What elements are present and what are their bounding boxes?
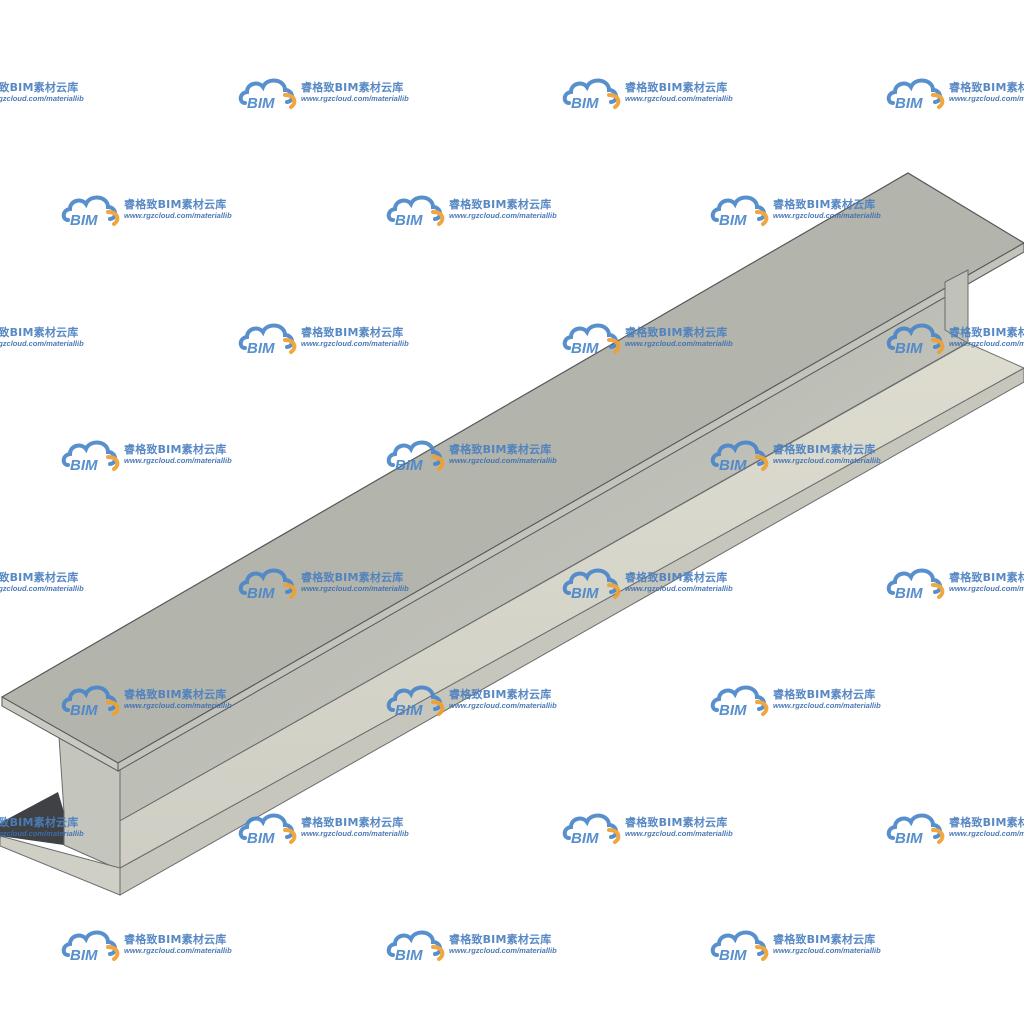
- bottom-flange-end: [0, 835, 121, 896]
- top-flange-side: [117, 242, 1024, 772]
- web-right-end: [944, 269, 969, 344]
- end-shadow: [0, 792, 64, 845]
